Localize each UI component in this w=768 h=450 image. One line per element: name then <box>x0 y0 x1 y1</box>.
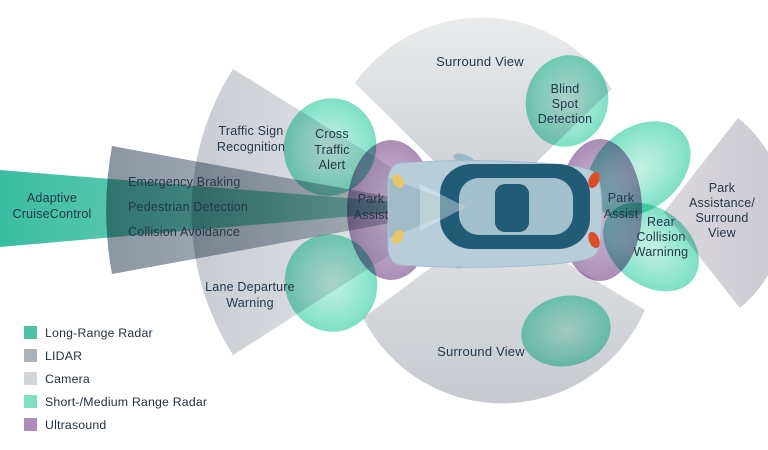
label-park-assist-rear: Park Assist <box>603 191 639 221</box>
label-collision-avoidance: Collision Avoidance <box>128 225 240 239</box>
legend-label-lidar: LIDAR <box>45 348 83 363</box>
car-sunroof <box>495 184 529 232</box>
cross-traffic-lobe-bottom <box>284 234 378 332</box>
legend-label-long-range-radar: Long-Range Radar <box>45 325 153 340</box>
legend-swatch-camera <box>24 372 37 385</box>
label-lane-departure-warning: Lane Departure Warning <box>205 280 295 310</box>
label-park-assistance-surround-view: Park Assistance/ Surround View <box>688 181 756 240</box>
legend-item-lidar: LIDAR <box>24 344 207 367</box>
legend-label-short-medium-range-radar: Short-/Medium Range Radar <box>45 394 208 409</box>
car-taillight-top <box>588 171 600 189</box>
label-surround-view-bottom: Surround View <box>437 344 525 359</box>
label-cross-traffic-alert: Cross Traffic Alert <box>314 127 350 172</box>
label-rear-collision-warning: Rear Collision Warninng <box>633 215 689 259</box>
label-blind-spot-detection: Blind Spot Detection <box>537 82 593 126</box>
cross-traffic-lobe-top <box>283 98 377 196</box>
car-headlight-bottom <box>392 229 404 245</box>
legend-swatch-short-medium-range-radar <box>24 395 37 408</box>
label-adaptive-cruise-control: Adaptive CruiseControl <box>12 191 92 221</box>
sensor-beam-hood-highlight <box>420 184 466 231</box>
label-emergency-braking: Emergency Braking <box>128 175 241 189</box>
long-range-radar-beam <box>0 170 458 247</box>
car-top-view <box>387 153 603 269</box>
label-pedestrian-detection: Pedestrian Detection <box>128 200 249 214</box>
blind-spot-lobe-bottom <box>521 295 611 367</box>
park-assistance-rear-wedge <box>664 118 768 308</box>
car-headlight-top <box>392 173 404 189</box>
legend-item-ultrasound: Ultrasound <box>24 413 207 436</box>
legend: Long-Range Radar LIDAR Camera Short-/Med… <box>24 321 207 436</box>
legend-swatch-ultrasound <box>24 418 37 431</box>
legend-swatch-lidar <box>24 349 37 362</box>
label-surround-view-top: Surround View <box>436 54 524 69</box>
legend-item-long-range-radar: Long-Range Radar <box>24 321 207 344</box>
blind-spot-lobe-top <box>525 55 609 147</box>
car-taillight-bottom <box>588 231 600 249</box>
legend-item-camera: Camera <box>24 367 207 390</box>
legend-swatch-long-range-radar <box>24 326 37 339</box>
legend-label-ultrasound: Ultrasound <box>45 417 107 432</box>
label-traffic-sign-recognition: Traffic Sign Recognition <box>216 124 286 154</box>
legend-label-camera: Camera <box>45 371 90 386</box>
legend-item-short-medium-range-radar: Short-/Medium Range Radar <box>24 390 207 413</box>
sensor-beam-hood-tint <box>389 178 466 238</box>
label-park-assist-front: Park Assist <box>353 192 389 222</box>
